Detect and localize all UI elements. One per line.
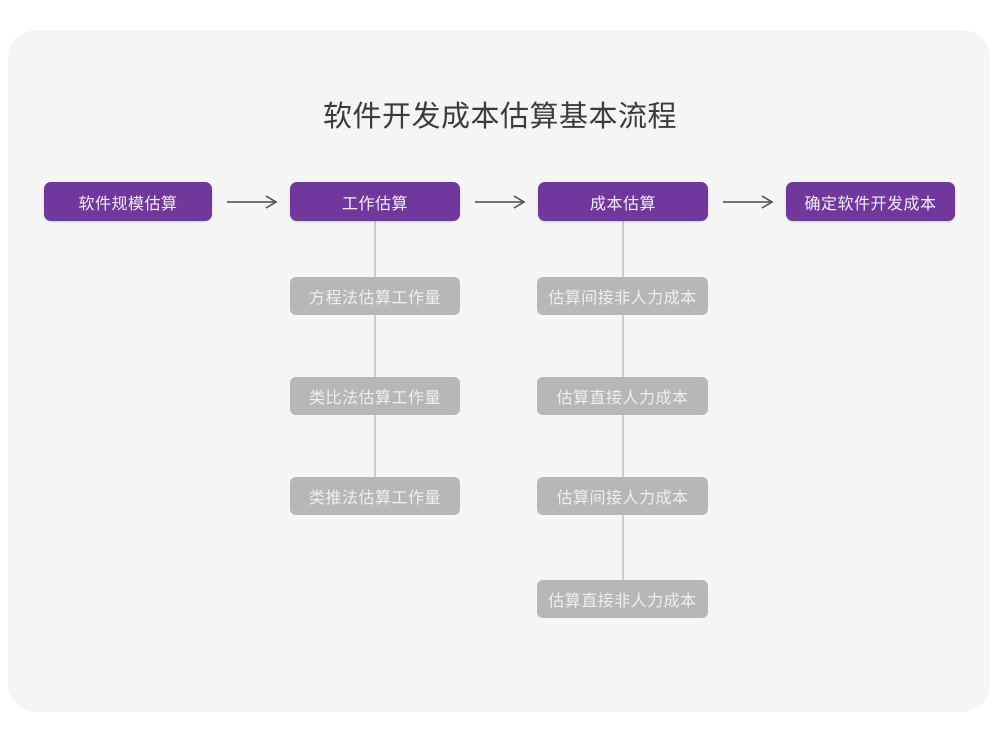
substep-node-label: 估算直接非人力成本: [548, 591, 697, 610]
substep-node-analogy-method[interactable]: 类比法估算工作量: [290, 377, 460, 415]
substep-node-label: 估算间接人力成本: [556, 488, 689, 507]
stage-node-label: 成本估算: [589, 193, 656, 213]
page-title: 软件开发成本估算基本流程: [322, 99, 677, 133]
substep-node-inference-method[interactable]: 类推法估算工作量: [290, 477, 460, 515]
stage-node-label: 确定软件开发成本: [804, 193, 937, 213]
substep-node-label: 方程法估算工作量: [308, 288, 441, 307]
arrow-right-icon-2: [470, 182, 534, 221]
substep-node-direct-labor-cost[interactable]: 估算直接人力成本: [537, 377, 708, 415]
substep-node-label: 类推法估算工作量: [308, 488, 441, 507]
substep-node-direct-nonlabor-cost[interactable]: 估算直接非人力成本: [537, 580, 708, 618]
stage-node-software-scale-estimation[interactable]: 软件规模估算: [44, 182, 212, 221]
substep-node-indirect-nonlabor-cost[interactable]: 估算间接非人力成本: [537, 277, 708, 315]
stage-node-cost-estimation[interactable]: 成本估算: [538, 182, 708, 221]
substep-node-indirect-labor-cost[interactable]: 估算间接人力成本: [537, 477, 708, 515]
substep-node-equation-method[interactable]: 方程法估算工作量: [290, 277, 460, 315]
substep-node-label: 估算直接人力成本: [556, 388, 689, 407]
substep-node-label: 估算间接非人力成本: [548, 288, 697, 307]
arrow-right-icon-3: [718, 182, 782, 221]
connector-line-stage-3: [622, 220, 624, 615]
arrow-right-icon-1: [222, 182, 286, 221]
stage-node-determine-dev-cost[interactable]: 确定软件开发成本: [786, 182, 955, 221]
stage-node-label: 软件规模估算: [78, 193, 178, 213]
stage-node-work-estimation[interactable]: 工作估算: [290, 182, 460, 221]
stage-node-label: 工作估算: [341, 193, 408, 213]
substep-node-label: 类比法估算工作量: [308, 388, 441, 407]
connector-line-stage-2: [374, 220, 376, 512]
diagram-card: [8, 30, 990, 712]
